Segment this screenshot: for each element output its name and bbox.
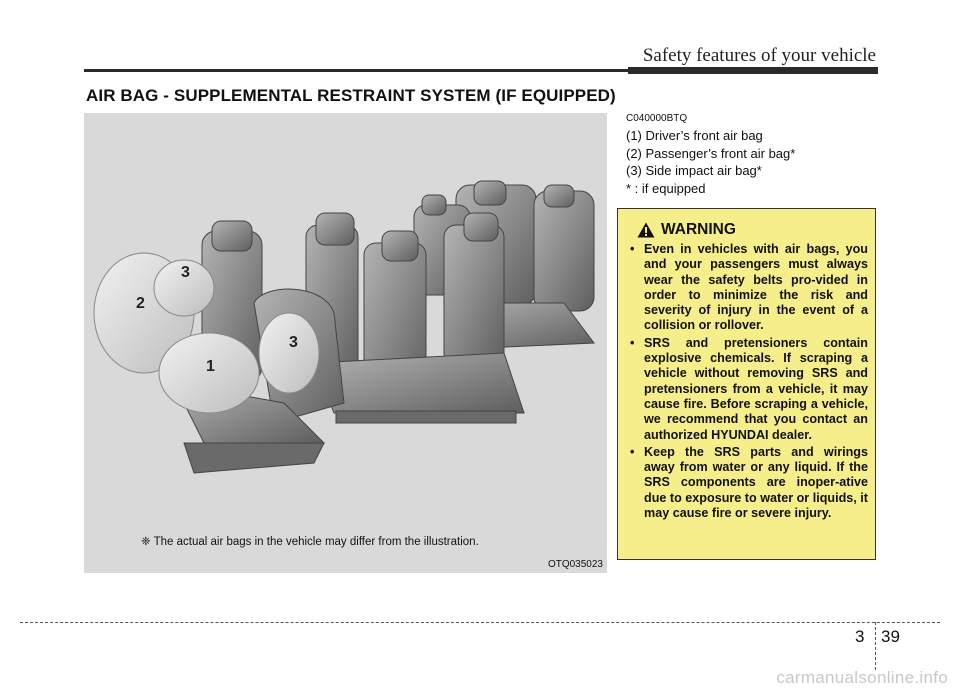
header-rule <box>84 69 878 72</box>
header-rule-accent <box>628 67 878 74</box>
warning-box: WARNING • Even in vehicles with air bags… <box>617 208 876 560</box>
callout-3b: 3 <box>289 334 298 351</box>
callout-2: 2 <box>136 295 145 312</box>
warning-header: WARNING <box>637 221 736 239</box>
warning-list: • Even in vehicles with air bags, you an… <box>628 242 868 523</box>
chapter-number: 3 <box>855 627 865 646</box>
legend-item: * : if equipped <box>626 180 706 196</box>
warning-item: • Keep the SRS parts and wirings away fr… <box>628 445 868 521</box>
airbag-illustration: 1 2 3 3 ❈ The actual air bags in the veh… <box>84 113 607 573</box>
warning-item: • SRS and pretensioners contain explosiv… <box>628 336 868 443</box>
figure-note: ❈ The actual air bags in the vehicle may… <box>141 536 479 548</box>
chapter-title: Safety features of your vehicle <box>642 45 876 66</box>
watermark: carmanualsonline.info <box>776 668 948 687</box>
legend-item: (3) Side impact air bag* <box>626 163 762 178</box>
airbags <box>93 252 320 414</box>
footer-divider <box>875 622 876 670</box>
legend-item: (1) Driver’s front air bag <box>626 128 763 143</box>
warning-item: • Even in vehicles with air bags, you an… <box>628 242 868 334</box>
bullet: • <box>630 335 635 350</box>
warning-triangle-icon <box>637 222 655 238</box>
callout-3a: 3 <box>181 264 190 281</box>
section-title: AIR BAG - SUPPLEMENTAL RESTRAINT SYSTEM … <box>86 86 616 105</box>
warning-item-text: SRS and pretensioners contain explosive … <box>644 335 868 442</box>
document-code: C040000BTQ <box>626 113 688 124</box>
footer-rule <box>20 622 940 623</box>
warning-item-text: Keep the SRS parts and wirings away from… <box>644 444 868 521</box>
seats-drawing: 1 2 3 3 <box>93 180 595 474</box>
callout-1: 1 <box>206 358 215 375</box>
figure-code: OTQ035023 <box>547 559 603 570</box>
bullet: • <box>630 444 635 459</box>
airbag-legend: (1) Driver’s front air bag (2) Passenger… <box>626 127 795 197</box>
bullet: • <box>630 242 635 256</box>
warning-title: WARNING <box>661 221 736 238</box>
legend-item: (2) Passenger’s front air bag* <box>626 145 796 161</box>
warning-item-text: Even in vehicles with air bags, you and … <box>644 242 868 333</box>
page-number: 39 <box>881 627 900 646</box>
